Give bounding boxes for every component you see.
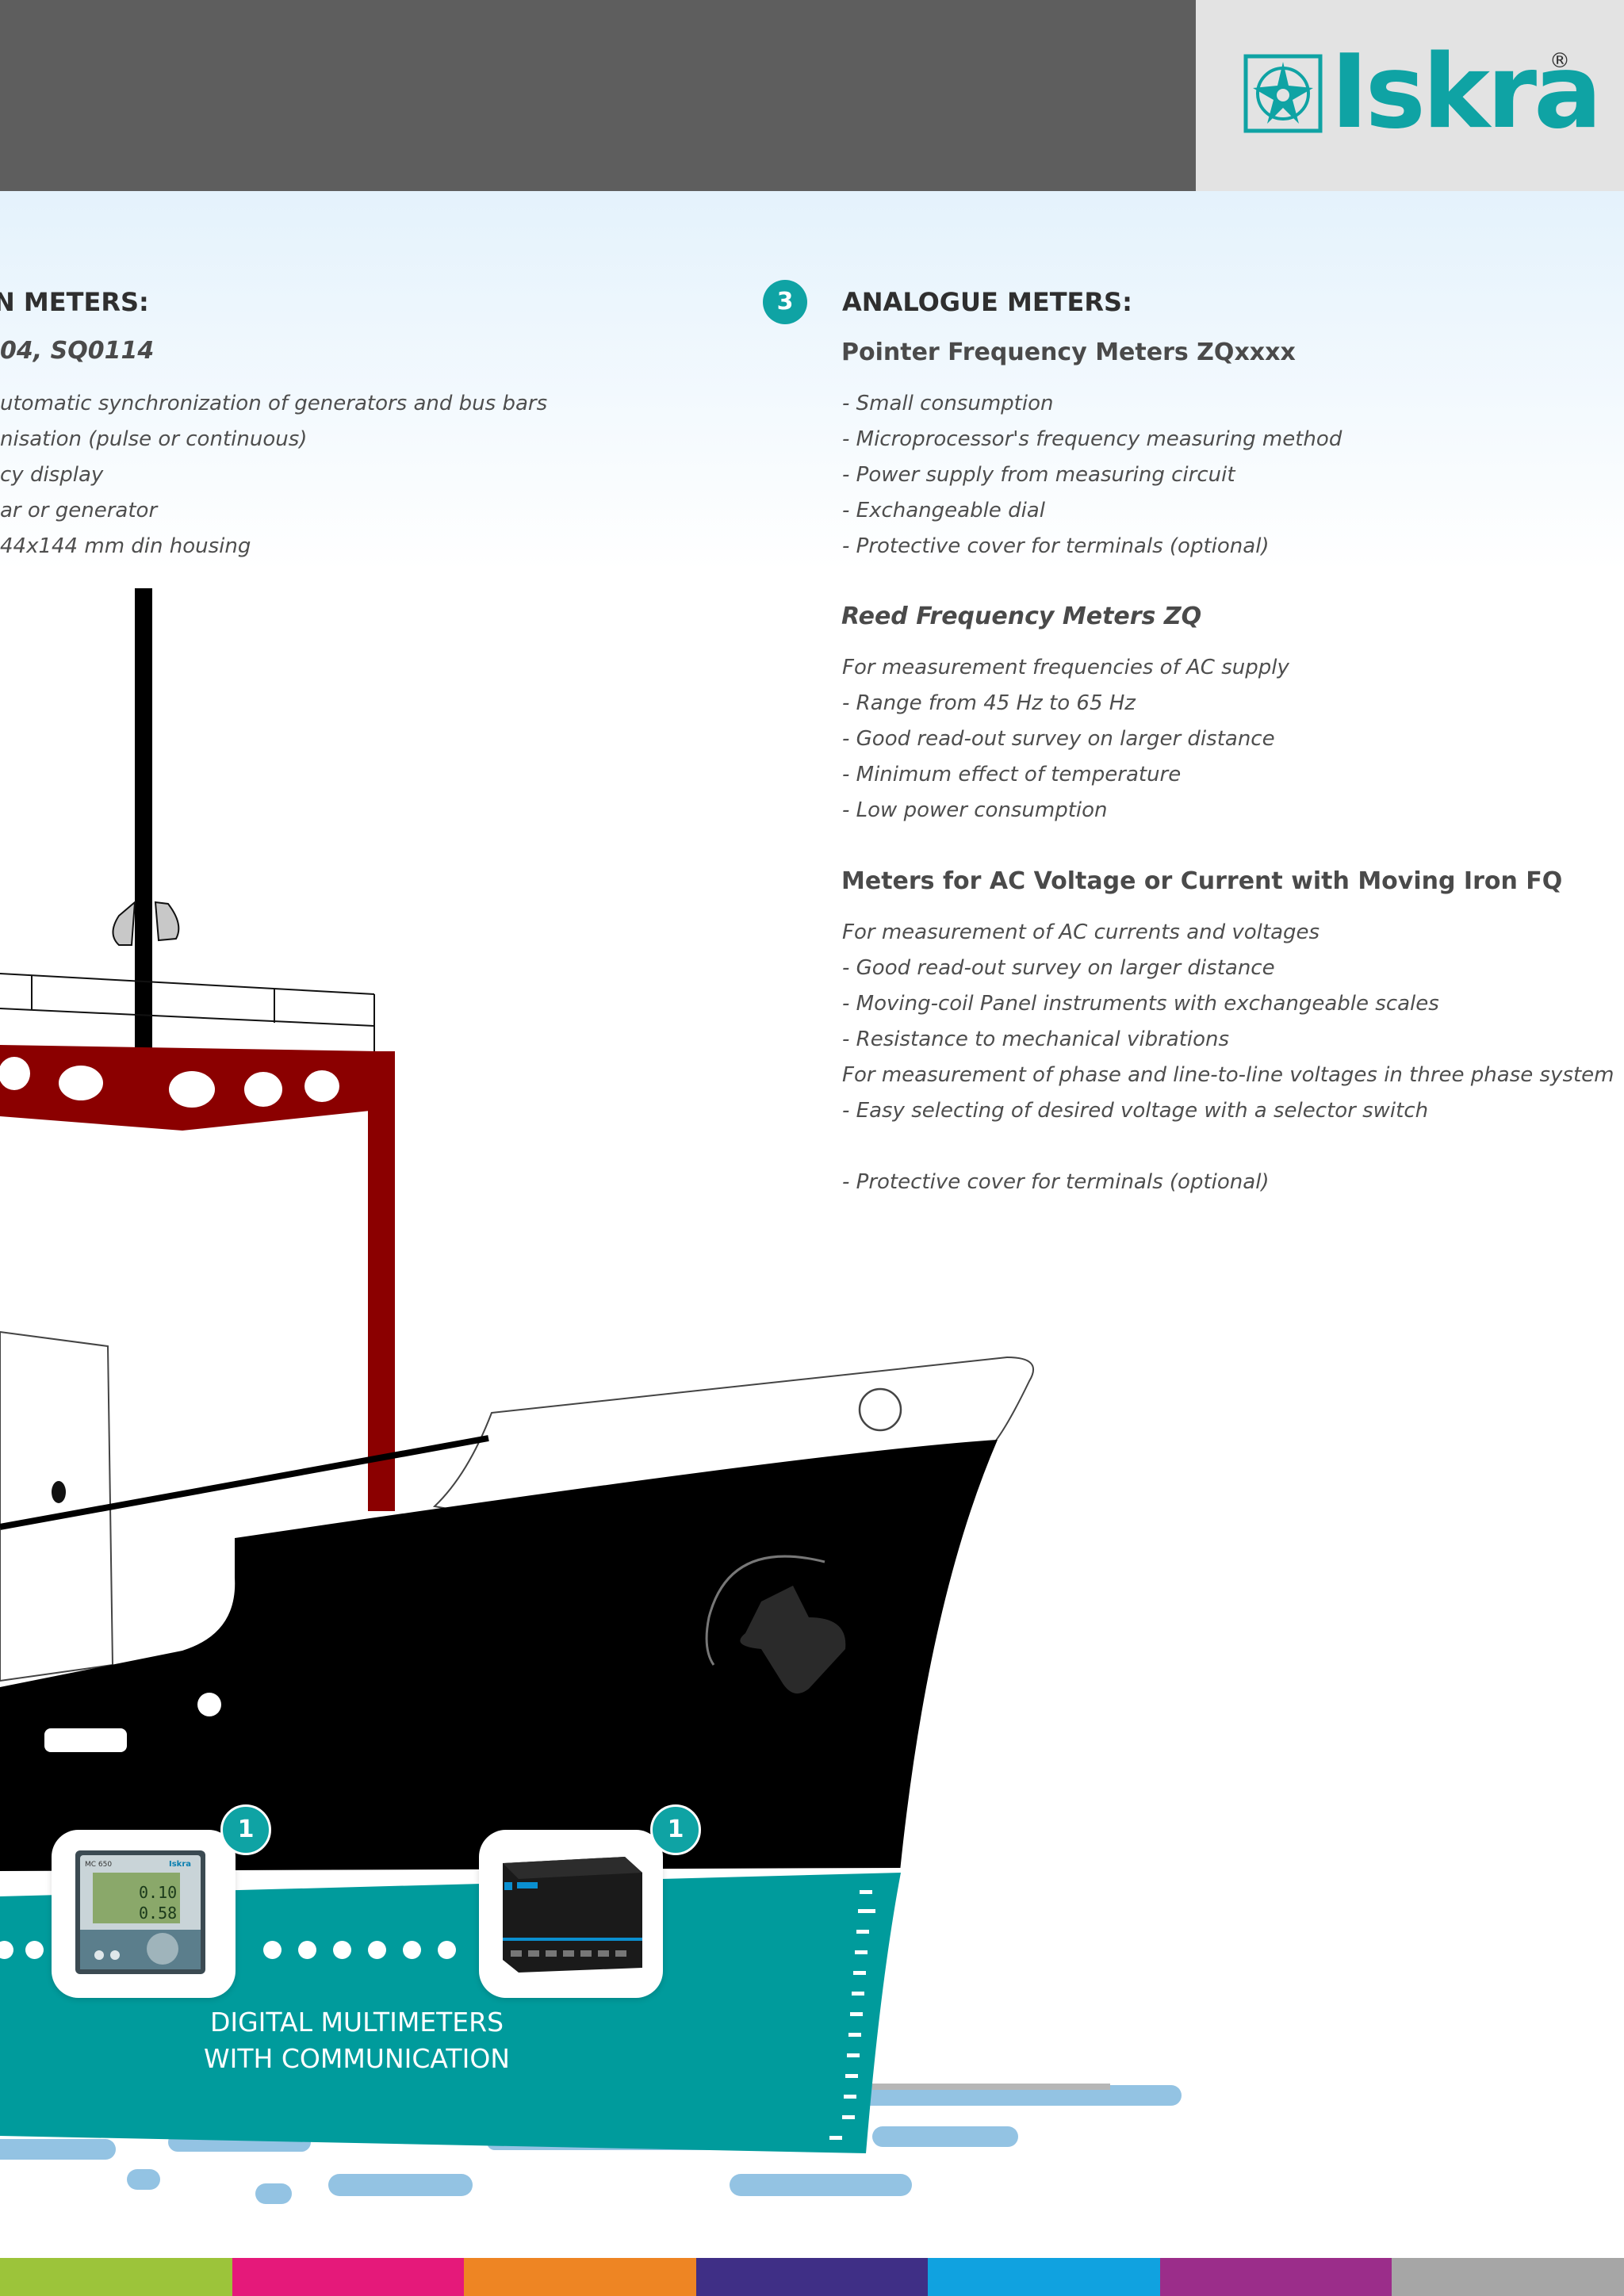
- pointer-frequency-title: Pointer Frequency Meters ZQxxxx: [841, 339, 1296, 366]
- list-item: utomatic synchronization of generators a…: [0, 392, 548, 415]
- iskra-logo-emblem: [1243, 54, 1323, 133]
- list-item: 44x144 mm din housing: [0, 534, 251, 558]
- list-item: ar or generator: [0, 499, 158, 522]
- list-item: For measurement frequencies of AC supply: [842, 656, 1289, 679]
- product-card-transducer[interactable]: [479, 1830, 663, 1998]
- section-badge-3: 3: [763, 280, 807, 324]
- list-item: - Moving-coil Panel instruments with exc…: [842, 992, 1439, 1016]
- list-item: - Minimum effect of temperature: [842, 763, 1182, 786]
- band-dot: [298, 1941, 316, 1959]
- color-segment: [464, 2258, 696, 2296]
- list-item: cy display: [0, 463, 104, 487]
- list-item: - Low power consumption: [842, 798, 1108, 822]
- device-model-text: MC 650: [85, 1861, 112, 1869]
- list-item: - Resistance to mechanical vibrations: [842, 1027, 1230, 1051]
- color-segment: [695, 2258, 929, 2296]
- color-segment: [0, 2258, 232, 2296]
- reed-frequency-list: For measurement frequencies of AC supply…: [842, 650, 1289, 828]
- band-dot: [25, 1941, 44, 1959]
- list-item: For measurement of AC currents and volta…: [842, 920, 1320, 944]
- product-card-multimeter[interactable]: MC 650 Iskra 0.10 0.58: [52, 1830, 236, 1998]
- left-section-heading: N METERS:: [0, 287, 149, 317]
- list-item: - Easy selecting of desired voltage with…: [842, 1099, 1429, 1123]
- label-line-1: DIGITAL MULTIMETERS: [209, 2007, 504, 2038]
- band-dot: [438, 1941, 456, 1959]
- list-item: - Small consumption: [842, 392, 1054, 415]
- product-badge-2: 1: [650, 1804, 701, 1855]
- color-segment: [232, 2258, 465, 2296]
- reed-frequency-title: Reed Frequency Meters ZQ: [841, 603, 1202, 630]
- registered-mark: ®: [1549, 49, 1570, 73]
- transducer-image: [503, 1857, 642, 1973]
- product-badge-1: 1: [220, 1804, 271, 1855]
- analogue-meters-heading: ANALOGUE METERS:: [842, 287, 1132, 317]
- list-item: - Range from 45 Hz to 65 Hz: [842, 691, 1136, 715]
- band-dot: [263, 1941, 282, 1959]
- list-item: [842, 1129, 1614, 1165]
- device-reading-2: 0.58: [139, 1904, 177, 1923]
- list-item: - Protective cover for terminals (option…: [842, 534, 1270, 558]
- list-item: - Protective cover for terminals (option…: [842, 1170, 1270, 1194]
- band-dot: [403, 1941, 421, 1959]
- pointer-frequency-list: - Small consumption - Microprocessor's f…: [842, 386, 1342, 564]
- list-item: nisation (pulse or continuous): [0, 427, 308, 451]
- color-segment: [928, 2258, 1160, 2296]
- list-item: - Exchangeable dial: [842, 499, 1045, 522]
- list-item: - Good read-out survey on larger distanc…: [842, 727, 1275, 751]
- multimeter-image: MC 650 Iskra 0.10 0.58: [75, 1850, 205, 1974]
- list-item: - Microprocessor's frequency measuring m…: [842, 427, 1342, 451]
- list-item: For measurement of phase and line-to-lin…: [842, 1063, 1614, 1087]
- list-item: - Power supply from measuring circuit: [842, 463, 1235, 487]
- left-section-subheading: 04, SQ0114: [0, 337, 155, 365]
- digital-multimeters-label: DIGITAL MULTIMETERS WITH COMMUNICATION: [159, 2004, 555, 2077]
- band-dot: [0, 1941, 13, 1959]
- moving-iron-title: Meters for AC Voltage or Current with Mo…: [841, 867, 1563, 895]
- band-dot: [333, 1941, 351, 1959]
- header-band: [0, 0, 1196, 191]
- device-reading-1: 0.10: [139, 1883, 177, 1902]
- moving-iron-list: For measurement of AC currents and volta…: [842, 915, 1614, 1200]
- left-section-list: utomatic synchronization of generators a…: [0, 386, 547, 564]
- label-line-2: WITH COMMUNICATION: [204, 2043, 510, 2074]
- color-segment: [1392, 2258, 1624, 2296]
- iskra-logo-text: Iskra: [1331, 33, 1602, 151]
- color-segment: [1159, 2258, 1392, 2296]
- list-item: - Good read-out survey on larger distanc…: [842, 956, 1275, 980]
- band-dot: [368, 1941, 386, 1959]
- footer-color-bar: [0, 2258, 1624, 2296]
- device-brand-text: Iskra: [169, 1860, 191, 1869]
